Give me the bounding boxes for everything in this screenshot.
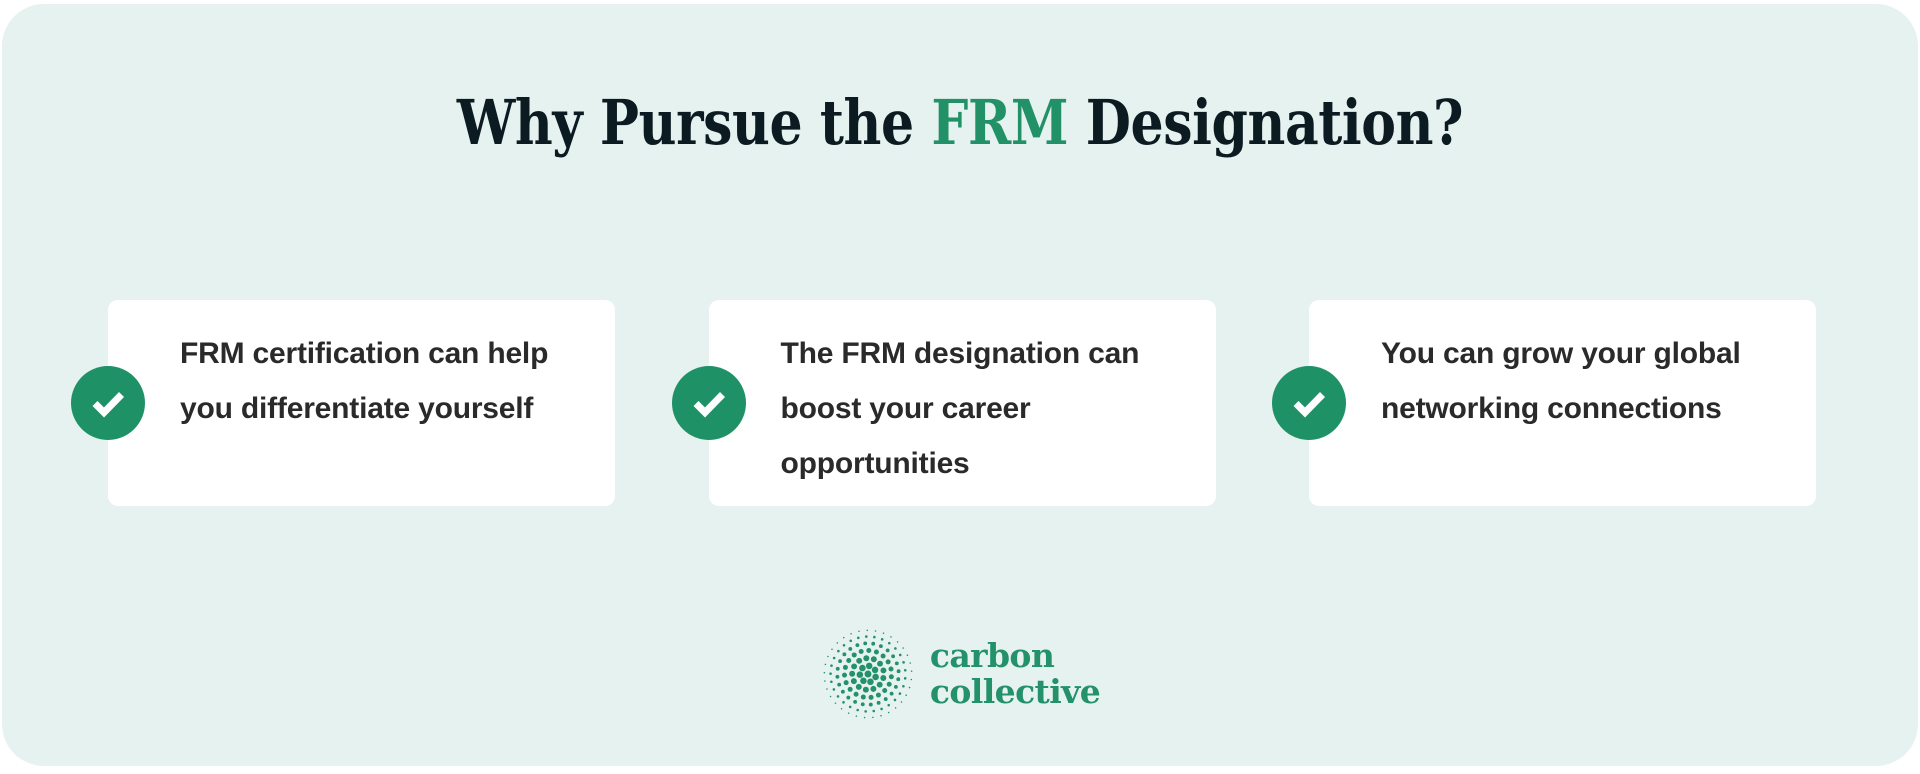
benefit-card: FRM certification can help you different…	[71, 300, 615, 506]
benefit-card-text: The FRM designation can boost your caree…	[780, 337, 1140, 480]
benefit-card: You can grow your global networking conn…	[1272, 300, 1816, 506]
infographic-panel: Why Pursue the FRM Designation? FRM cert…	[2, 4, 1918, 766]
brand-wordmark-line2: collective	[929, 672, 1101, 711]
title-accent-frm: FRM	[931, 86, 1069, 159]
check-circle-icon	[1272, 366, 1346, 440]
carbon-collective-dot-mark	[823, 629, 913, 719]
check-circle-icon	[71, 366, 145, 440]
brand-logo: carbon collective	[2, 626, 1918, 722]
brand-wordmark-line1: carbon	[929, 636, 1055, 675]
page-title: Why Pursue the FRM Designation?	[155, 92, 1764, 154]
title-text-before: Why Pursue the	[456, 86, 932, 159]
title-text-after: Designation?	[1068, 86, 1464, 159]
brand-wordmark: carbon collective	[929, 636, 1101, 711]
benefit-card: The FRM designation can boost your caree…	[671, 300, 1216, 506]
benefit-card-text: FRM certification can help you different…	[180, 337, 549, 425]
benefit-card-list: FRM certification can help you different…	[71, 300, 1816, 506]
check-circle-icon	[671, 366, 746, 440]
benefit-card-text: You can grow your global networking conn…	[1381, 337, 1741, 425]
